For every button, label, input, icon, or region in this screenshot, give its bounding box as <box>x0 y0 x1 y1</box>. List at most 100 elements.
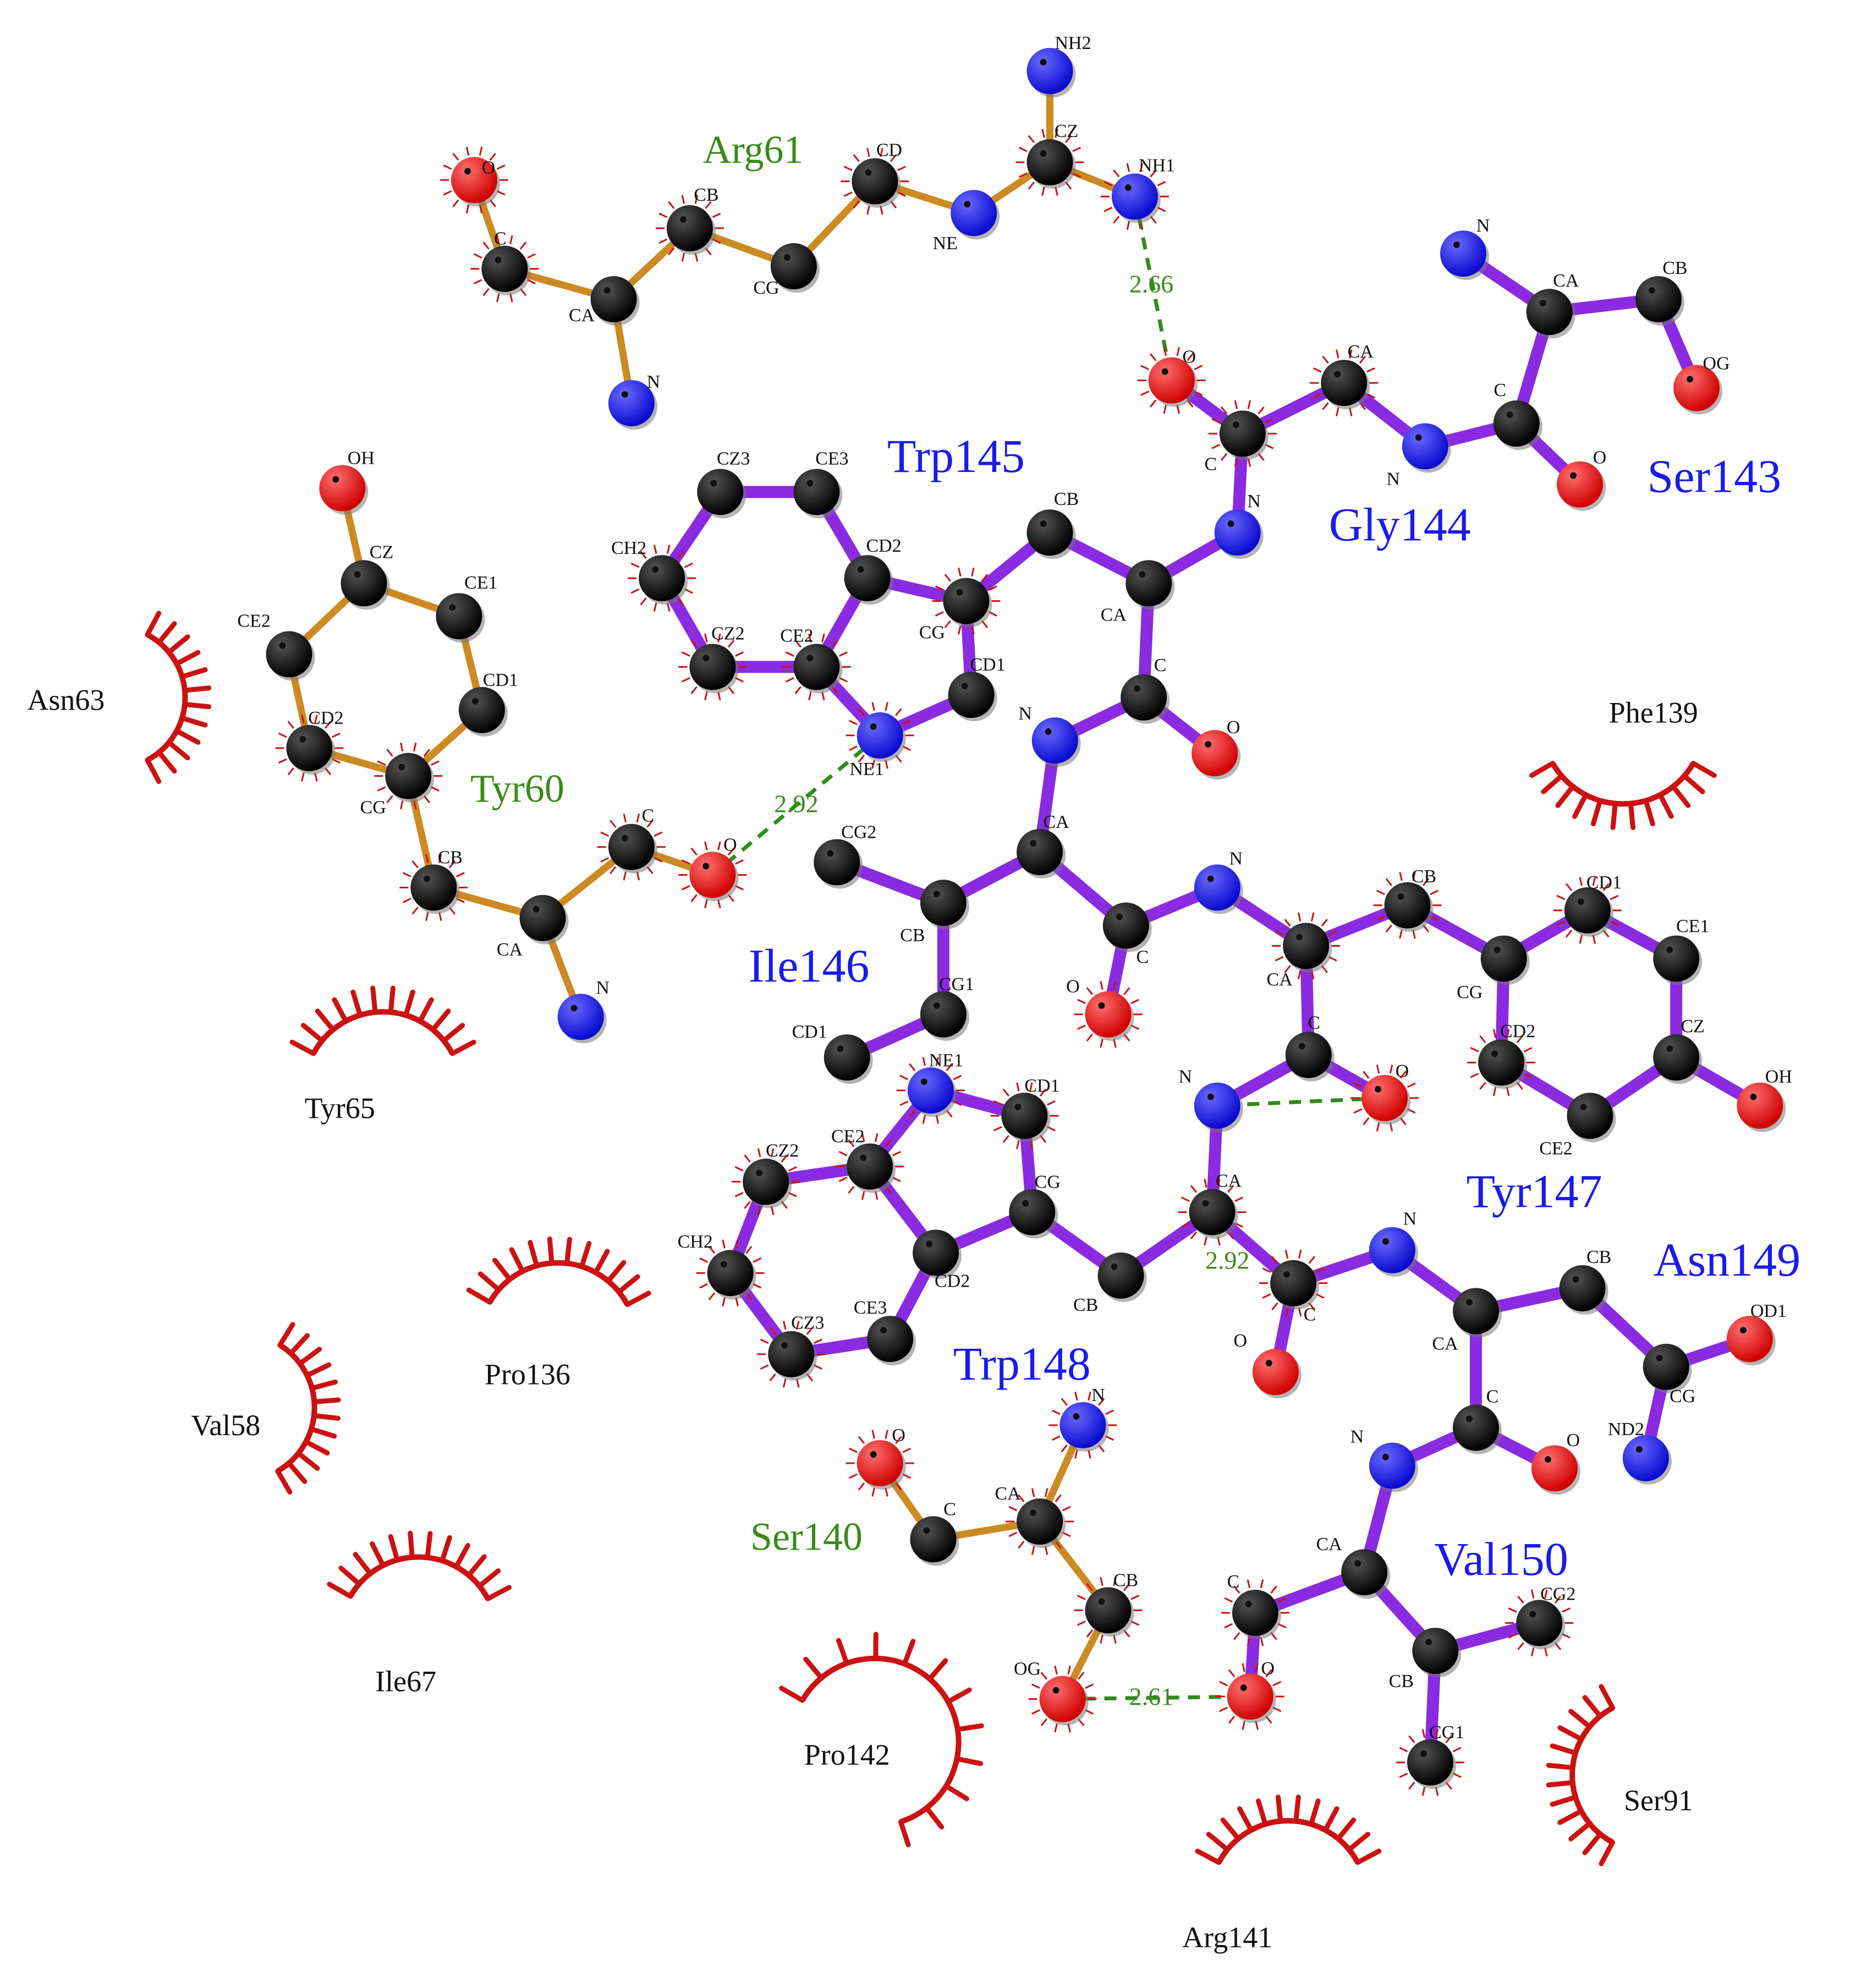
atom-label-trp145-c: C <box>1154 655 1167 676</box>
atom-tyr60-cg <box>374 742 443 810</box>
atom-label-trp145-cg: CG <box>919 623 945 643</box>
atom-asn149-cg <box>1643 1343 1692 1393</box>
hydrophobic-contact-pro142: Pro142 <box>779 1632 984 1848</box>
atom-val150-cg2 <box>1505 1589 1574 1657</box>
atom-tyr60-cd1 <box>458 687 508 737</box>
atom-label-trp148-cz2: CZ2 <box>766 1140 799 1161</box>
atom-label-asn149-cg: CG <box>1670 1386 1695 1407</box>
atom-asn149-od1 <box>1726 1316 1776 1366</box>
atom-trp145-cz2 <box>678 633 747 701</box>
atom-label-ile146-o: O <box>1066 976 1080 997</box>
hydrophobic-label-tyr65: Tyr65 <box>305 1092 375 1125</box>
atom-trp148-cd1 <box>990 1082 1059 1150</box>
atom-label-arg61-o: O <box>482 157 496 178</box>
atom-label-val150-ca: CA <box>1316 1534 1343 1555</box>
atom-ser143-c <box>1493 400 1542 450</box>
atom-ile146-cb <box>920 880 969 930</box>
atom-label-ile146-ca: CA <box>1043 812 1069 832</box>
atom-label-ser143-o: O <box>1593 448 1607 468</box>
atom-label-trp148-cb: CB <box>1073 1295 1098 1315</box>
hbond-distance-label: 2.61 <box>1129 1682 1174 1710</box>
atom-label-ser143-n: N <box>1476 216 1490 236</box>
hydrophobic-label-pro136: Pro136 <box>485 1358 570 1391</box>
atom-arg61-cg <box>770 243 820 293</box>
atom-trp148-cz3 <box>757 1320 826 1388</box>
hbond-line-3 <box>1217 1096 1385 1108</box>
atom-label-asn149-n: N <box>1403 1209 1417 1229</box>
atom-trp145-ne1 <box>845 702 914 769</box>
atom-label-gly144-ca: CA <box>1348 342 1374 362</box>
atom-trp145-o <box>1191 730 1241 780</box>
atom-label-tyr147-ce2: CE2 <box>1539 1138 1572 1158</box>
ligand-residue-label-gly144: Gly144 <box>1329 498 1471 551</box>
atom-label-tyr60-c: C <box>642 806 655 826</box>
atom-label-trp145-cz3: CZ3 <box>717 448 750 469</box>
atom-ile146-ca <box>1017 828 1066 878</box>
hydrophobic-label-pro142: Pro142 <box>804 1738 890 1771</box>
atom-label-tyr147-n: N <box>1229 849 1243 869</box>
atom-label-trp148-ch2: CH2 <box>678 1232 713 1252</box>
atom-label-tyr60-ce2: CE2 <box>237 611 270 631</box>
hydrophobic-contact-arg141: Arg141 <box>1182 1794 1382 1954</box>
hbond-distance-label: 2.92 <box>1205 1246 1250 1274</box>
atom-label-arg61-cb: CB <box>694 185 718 205</box>
hbond-line-2 <box>711 734 881 877</box>
atom-arg61-n <box>608 380 657 430</box>
atom-tyr147-cz <box>1653 1034 1703 1084</box>
atom-label-ser143-c: C <box>1493 380 1506 400</box>
atom-tyr60-o <box>678 841 747 909</box>
atom-label-arg61-cd: CD <box>876 140 902 161</box>
atom-trp148-c <box>1259 1249 1328 1317</box>
atom-label-trp148-cg: CG <box>1035 1172 1061 1193</box>
atom-tyr60-n <box>557 993 607 1044</box>
hydrophobic-contact-tyr65: Tyr65 <box>289 985 476 1125</box>
atom-ile146-o <box>1074 981 1143 1048</box>
atom-gly144-ca <box>1310 349 1379 416</box>
atom-label-tyr60-ce1: CE1 <box>464 573 497 593</box>
atom-trp145-cd1 <box>948 672 997 722</box>
atom-label-trp145-ch2: CH2 <box>611 538 646 558</box>
atom-label-asn149-c: C <box>1486 1386 1499 1407</box>
atom-label-val150-cb: CB <box>1389 1671 1414 1692</box>
atom-arg61-cb <box>655 195 724 262</box>
atom-asn149-n <box>1369 1227 1418 1277</box>
atom-label-tyr60-cd1: CD1 <box>483 670 518 690</box>
atom-label-tyr147-cz: CZ <box>1681 1016 1704 1036</box>
hydrophobic-label-phe139: Phe139 <box>1609 696 1698 729</box>
atom-trp148-cb <box>1097 1252 1147 1302</box>
atom-ser140-ca <box>1006 1488 1074 1555</box>
atom-label-arg61-ne: NE <box>933 233 958 254</box>
atom-gly144-c <box>1208 400 1277 468</box>
atom-trp148-ca <box>1178 1178 1247 1246</box>
atom-label-val150-o: O <box>1261 1659 1275 1679</box>
atom-label-trp148-c: C <box>1304 1305 1316 1325</box>
atom-label-tyr60-oh: OH <box>348 448 375 468</box>
atom-label-tyr60-o: O <box>723 834 737 855</box>
atom-arg61-nh2 <box>1026 48 1076 98</box>
ligand-residue-label-ser143: Ser143 <box>1648 450 1782 503</box>
atom-trp148-ce2 <box>836 1133 904 1200</box>
atom-ile146-cg2 <box>814 839 863 889</box>
atoms <box>266 48 1786 1796</box>
atom-label-trp145-ne1: NE1 <box>850 759 884 779</box>
atom-label-trp145-ca: CA <box>1101 605 1127 625</box>
atom-arg61-nh1 <box>1100 163 1169 230</box>
atom-label-ile146-cg2: CG2 <box>841 822 876 842</box>
atom-label-val150-cg2: CG2 <box>1540 1584 1575 1604</box>
atom-label-arg61-ca: CA <box>569 305 595 326</box>
atom-trp145-c <box>1121 674 1170 724</box>
atom-label-tyr147-o: O <box>1396 1061 1409 1081</box>
atom-label-asn149-nd2: ND2 <box>1608 1419 1644 1440</box>
atom-tyr147-oh <box>1737 1082 1786 1132</box>
atom-label-tyr60-n: N <box>596 978 609 998</box>
atom-label-gly144-o: O <box>1183 347 1196 367</box>
atom-label-arg61-c: C <box>494 229 507 249</box>
atom-trp148-o <box>1252 1349 1302 1399</box>
atom-label-ser143-cb: CB <box>1662 258 1687 278</box>
residue-labels: Trp145Gly144Ser143Ile146Tyr147Asn149Trp1… <box>470 128 1800 1585</box>
atom-ser143-cb <box>1635 276 1684 326</box>
ligand-residue-label-ile146: Ile146 <box>749 939 870 992</box>
atom-trp145-cd2 <box>844 555 893 605</box>
atom-asn149-ca <box>1453 1288 1502 1338</box>
